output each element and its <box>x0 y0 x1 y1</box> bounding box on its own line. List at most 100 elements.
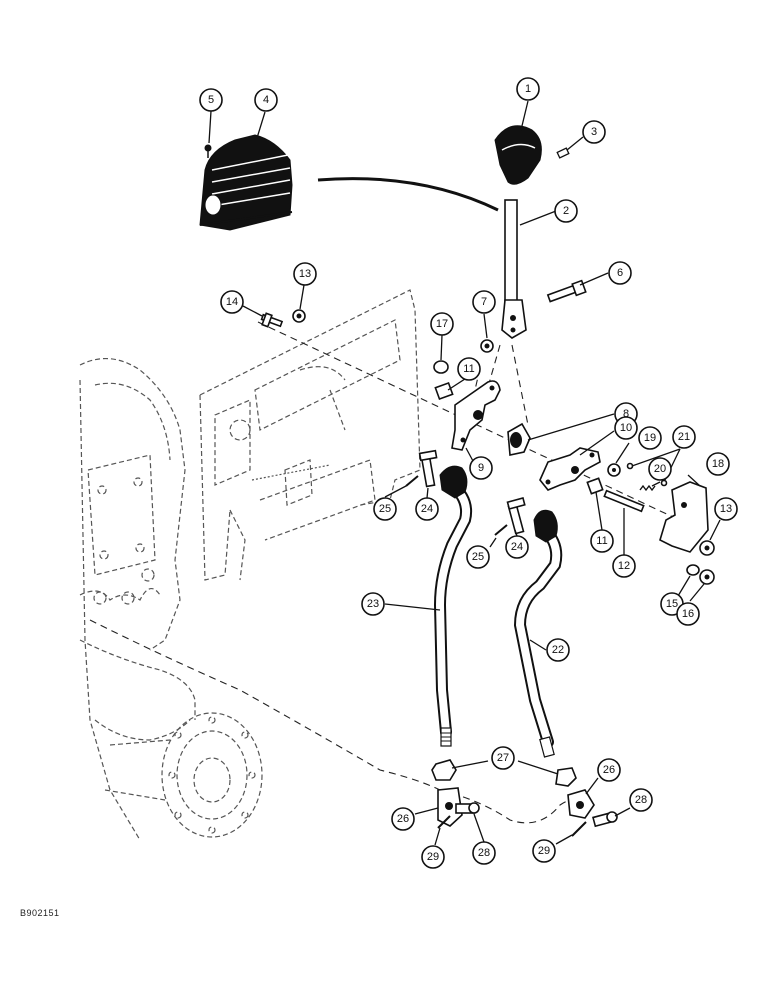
callout-13-upper: 13 <box>293 262 317 286</box>
callout-13-lower: 13 <box>714 497 738 521</box>
svg-text:29: 29 <box>538 845 550 857</box>
pivot-block-8 <box>507 422 531 456</box>
svg-text:24: 24 <box>421 503 433 515</box>
svg-text:3: 3 <box>591 126 597 138</box>
callout-12: 12 <box>612 554 636 578</box>
nut-13-lower <box>699 540 715 556</box>
callout-7: 7 <box>472 290 496 314</box>
svg-text:24: 24 <box>511 541 523 553</box>
callout-26-left: 26 <box>391 807 415 831</box>
svg-text:14: 14 <box>226 296 238 308</box>
shift-boot <box>199 134 293 231</box>
detent-pin-12 <box>603 489 645 513</box>
callout-9: 9 <box>469 456 493 480</box>
callout-18: 18 <box>706 452 730 476</box>
callout-2: 2 <box>554 199 578 223</box>
spacer-11-upper <box>434 381 454 401</box>
svg-text:6: 6 <box>617 267 623 279</box>
callout-10: 10 <box>614 416 638 440</box>
svg-text:13: 13 <box>720 503 732 515</box>
ball-21b <box>660 479 668 487</box>
svg-text:19: 19 <box>644 432 656 444</box>
callout-27: 27 <box>491 746 515 770</box>
callout-26-right: 26 <box>597 758 621 782</box>
svg-text:18: 18 <box>712 458 724 470</box>
transmission-housing <box>79 357 263 841</box>
svg-text:25: 25 <box>472 551 484 563</box>
callout-4: 4 <box>254 88 278 112</box>
callout-16: 16 <box>676 602 700 626</box>
svg-text:27: 27 <box>497 752 509 764</box>
shift-rod-23 <box>433 465 473 747</box>
cotter-pin-29-right <box>571 821 587 837</box>
svg-text:5: 5 <box>208 94 214 106</box>
jam-nut-27-right <box>555 767 577 787</box>
cotter-pin-29-left <box>437 815 451 829</box>
lever-nut <box>480 339 494 353</box>
callout-24-left: 24 <box>415 497 439 521</box>
callout-14: 14 <box>220 290 244 314</box>
svg-text:1: 1 <box>525 83 531 95</box>
figure-code: B902151 <box>20 908 60 918</box>
washer-15 <box>686 564 700 576</box>
callout-11-upper: 11 <box>457 357 481 381</box>
pivot-bolt <box>546 279 587 303</box>
detent-housing-18 <box>659 481 709 553</box>
alignment-lines <box>89 321 691 824</box>
callout-29-right: 29 <box>532 839 556 863</box>
svg-text:8: 8 <box>623 408 629 420</box>
shift-knob <box>494 125 542 185</box>
svg-text:25: 25 <box>379 503 391 515</box>
clevis-26-right <box>567 789 595 819</box>
callout-6: 6 <box>608 261 632 285</box>
svg-text:12: 12 <box>618 560 630 572</box>
callout-25-right: 25 <box>466 545 490 569</box>
clevis-pin-24-left <box>418 449 438 488</box>
callout-22: 22 <box>546 638 570 662</box>
svg-text:28: 28 <box>635 794 647 806</box>
svg-text:10: 10 <box>620 422 632 434</box>
callout-17: 17 <box>430 312 454 336</box>
shift-rod-22 <box>513 509 563 758</box>
svg-text:26: 26 <box>397 813 409 825</box>
svg-text:11: 11 <box>596 535 607 547</box>
shift-plate-10 <box>539 447 601 491</box>
spacer-11-lower <box>586 477 604 495</box>
nut-16 <box>699 569 715 585</box>
callout-1: 1 <box>516 77 540 101</box>
boot-screw <box>204 144 212 158</box>
callout-19: 19 <box>638 426 662 450</box>
svg-text:22: 22 <box>552 644 564 656</box>
support-plate <box>199 289 421 581</box>
svg-text:26: 26 <box>603 764 615 776</box>
svg-text:23: 23 <box>367 598 379 610</box>
clevis-26-left <box>437 787 463 827</box>
callout-25-left: 25 <box>373 497 397 521</box>
boot-position-arrow <box>317 177 499 212</box>
callout-11-lower: 11 <box>590 529 614 553</box>
leader-lines <box>208 100 721 846</box>
spring-20 <box>639 484 656 492</box>
svg-text:29: 29 <box>427 851 439 863</box>
callout-20: 20 <box>648 457 672 481</box>
svg-text:13: 13 <box>299 268 311 280</box>
callout-5: 5 <box>199 88 223 112</box>
cotter-pin-25-left <box>405 475 419 487</box>
clevis-pin-24-right <box>506 497 526 535</box>
svg-text:15: 15 <box>666 598 678 610</box>
svg-text:2: 2 <box>563 205 569 217</box>
svg-text:20: 20 <box>654 463 666 475</box>
clevis-pin-28-right <box>592 811 618 828</box>
nut-13-upper <box>292 309 306 323</box>
svg-text:21: 21 <box>678 431 690 443</box>
svg-text:11: 11 <box>463 363 474 375</box>
callout-23: 23 <box>361 592 385 616</box>
callout-28-right: 28 <box>629 788 653 812</box>
svg-text:16: 16 <box>682 608 694 620</box>
knob-set-screw <box>556 147 570 159</box>
clevis-pin-28-left <box>455 802 480 814</box>
shift-plate-9 <box>451 380 501 451</box>
callout-21: 21 <box>672 425 696 449</box>
svg-text:9: 9 <box>478 462 484 474</box>
